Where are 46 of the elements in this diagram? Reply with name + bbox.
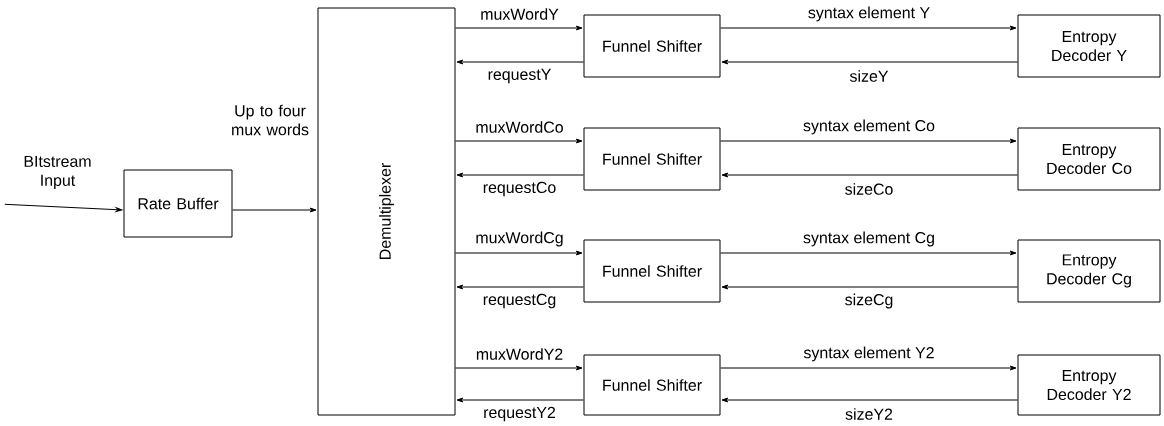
edge-label: muxWordY2: [476, 348, 563, 360]
arrow: [455, 25, 583, 31]
arrow: [720, 25, 1017, 31]
block-box: Entropy Decoder Co: [1017, 127, 1161, 191]
arrow: [4, 203, 123, 213]
edge-label: syntax element Cg: [803, 231, 934, 247]
arrow: [721, 284, 1018, 290]
edge-label: muxWordCo: [476, 121, 563, 133]
edge-label: syntax element Co: [803, 119, 935, 135]
arrow: [721, 397, 1018, 403]
note-label: Up to four mux words: [232, 104, 309, 136]
arrow: [720, 365, 1017, 371]
edge-label: requestY2: [484, 406, 556, 422]
arrow: [456, 172, 584, 178]
arrow: [456, 397, 584, 403]
edge-label: requestCo: [483, 181, 556, 197]
block-box: Funnel Shifter: [583, 14, 721, 78]
edge-label: requestCg: [483, 293, 556, 309]
edge-label: muxWordCg: [476, 231, 563, 247]
edge-label: sizeY2: [845, 408, 893, 420]
arrow: [721, 59, 1018, 65]
arrow: [455, 250, 583, 256]
demultiplexer-box: Demultiplexer: [317, 7, 456, 416]
edge-label: sizeCo: [845, 183, 893, 195]
block-box: Entropy Decoder Y2: [1017, 354, 1161, 416]
edge-label: syntax element Y: [808, 6, 930, 22]
block-box: Rate Buffer: [123, 169, 233, 238]
arrow: [455, 365, 583, 371]
edge-label: syntax element Y2: [803, 346, 934, 362]
arrow: [456, 284, 584, 290]
arrow: [456, 59, 584, 65]
input-label: BItstream Input: [24, 155, 91, 190]
arrow: [232, 207, 317, 213]
block-box: Funnel Shifter: [583, 354, 721, 416]
arrow: [721, 172, 1018, 178]
edge-label: sizeCg: [845, 293, 893, 309]
block-box: Funnel Shifter: [583, 239, 721, 303]
edge-label: muxWordY: [481, 8, 559, 20]
arrow: [720, 138, 1017, 144]
block-box: Funnel Shifter: [583, 127, 721, 191]
block-box: Entropy Decoder Y: [1017, 14, 1161, 78]
arrow: [720, 250, 1017, 256]
block-box: Entropy Decoder Cg: [1017, 239, 1161, 303]
edge-label: sizeY: [849, 70, 889, 82]
edge-label: requestY: [488, 68, 552, 84]
arrow: [455, 138, 583, 144]
